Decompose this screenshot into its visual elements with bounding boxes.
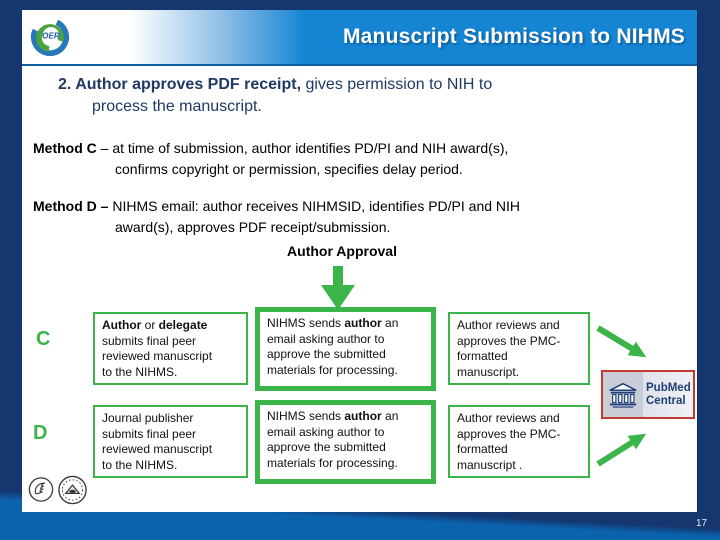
building-icon xyxy=(609,382,637,408)
pmc-text-panel: PubMed Central xyxy=(643,372,693,417)
slide-title: Manuscript Submission to NIHMS xyxy=(342,25,685,48)
nih-logo-icon xyxy=(58,475,87,505)
arrow-c-to-pmc-icon xyxy=(596,325,647,358)
hhs-logo-icon xyxy=(28,477,54,502)
author-approval-label: Author Approval xyxy=(287,243,397,259)
slide-header: OER Manuscript Submission to NIHMS xyxy=(22,10,697,66)
pmc-text-line2: Central xyxy=(646,394,686,407)
down-arrow-icon xyxy=(321,266,355,310)
method-c-text: Method C – at time of submission, author… xyxy=(33,140,509,177)
slide-heading: 2. Author approves PDF receipt, gives pe… xyxy=(58,76,493,115)
slide: OER Manuscript Submission to NIHMS 2. Au… xyxy=(22,10,698,512)
pmc-building-panel xyxy=(603,372,643,417)
row-label-c: C xyxy=(36,328,51,350)
oer-logo-icon: OER xyxy=(30,17,70,57)
page-number: 17 xyxy=(696,518,708,529)
pmc-text-line1: PubMed xyxy=(646,381,691,394)
row-label-d: D xyxy=(33,422,48,444)
arrow-d-to-pmc-icon xyxy=(596,433,647,467)
svg-text:OER: OER xyxy=(42,31,60,40)
method-d-text: Method D – NIHMS email: author receives … xyxy=(33,198,521,235)
pubmed-central-logo: PubMed Central xyxy=(601,370,695,419)
